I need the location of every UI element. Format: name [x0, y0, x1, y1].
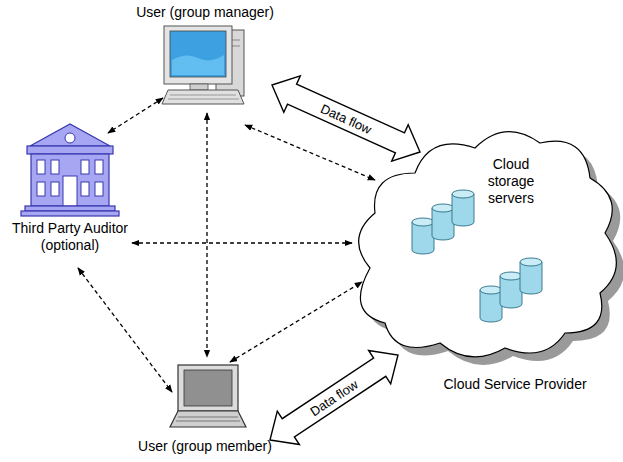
user-computer: User (group manager)	[120, 0, 290, 115]
auditor-building: Third Party Auditor (optional)	[5, 118, 135, 270]
edge-label: Data flow	[307, 376, 360, 418]
node-label: Cloud storage servers	[478, 156, 544, 207]
dashed-connector	[230, 282, 362, 362]
node-label: Cloud Service Provider	[410, 376, 620, 393]
user-laptop: User (group member)	[120, 355, 290, 460]
node-label: Third Party Auditor (optional)	[5, 220, 135, 254]
data-flow-arrow	[270, 351, 398, 445]
dashed-connector	[206, 113, 207, 357]
cloud-shape	[340, 118, 620, 400]
edge-label: Data flow	[318, 100, 374, 136]
dashed-connector	[78, 268, 172, 392]
node-label: User (group manager)	[120, 4, 290, 21]
dashed-connector	[108, 98, 163, 133]
cloud-provider: Cloud storage serversCloud Service Provi…	[340, 118, 620, 400]
dashed-connector	[132, 242, 352, 243]
data-flow-arrow	[272, 76, 420, 161]
node-label: User (group member)	[120, 438, 290, 455]
